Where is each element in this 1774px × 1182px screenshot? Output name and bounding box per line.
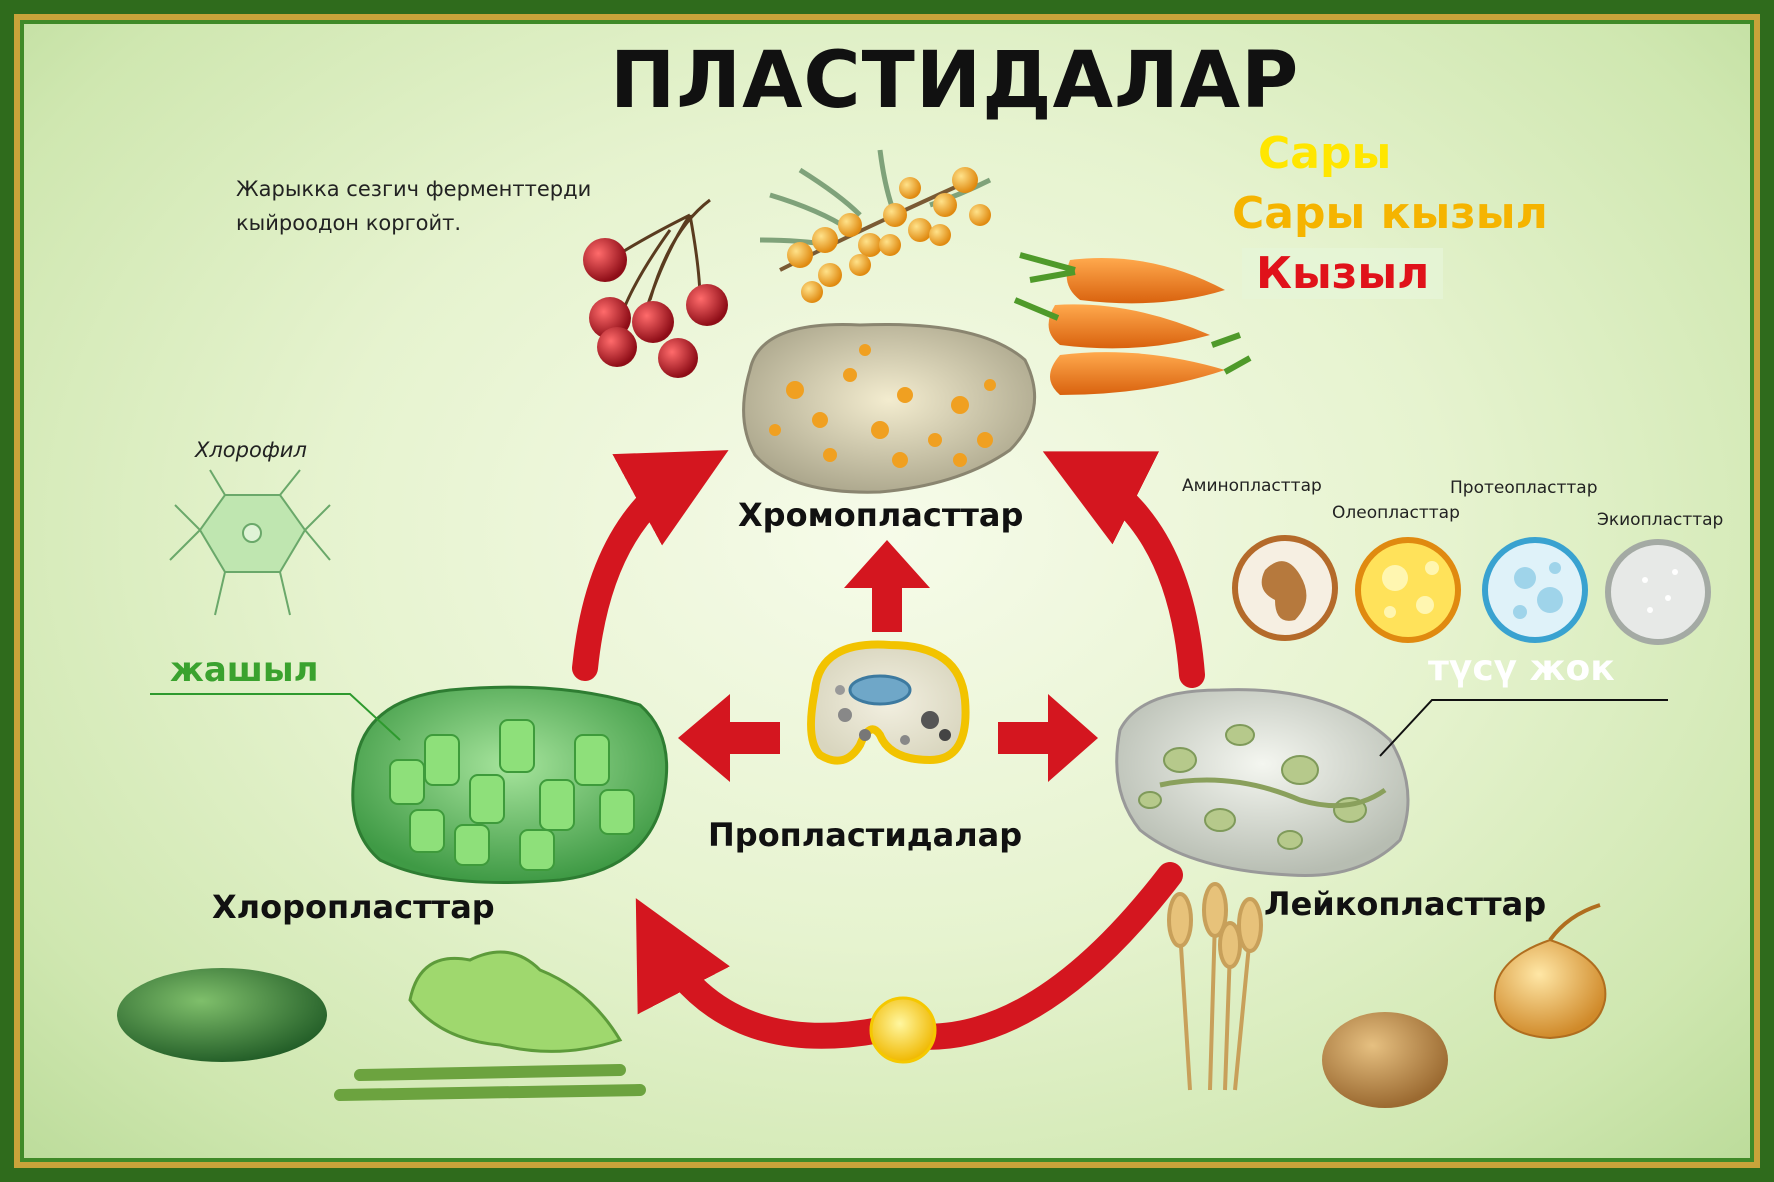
proteinoplasts-label: Протеопласттар: [1450, 478, 1598, 498]
potato-image: [1322, 1012, 1448, 1108]
chloroplast-image: [351, 685, 669, 884]
cucumber-image: [117, 968, 327, 1062]
oleoplasts-label: Олеопласттар: [1332, 503, 1460, 523]
onion-image: [1493, 903, 1607, 1040]
chromoplasts-label: Хромопласттар: [738, 496, 1024, 534]
wheat-image: [1167, 882, 1263, 1091]
arrow-right: [998, 694, 1098, 782]
cherries-image: [583, 198, 728, 378]
sun-icon: [869, 996, 937, 1064]
lettuce-image: [408, 950, 623, 1053]
color-red-label: Кызыл: [1242, 248, 1444, 299]
leucoplast-types-images: [1232, 535, 1711, 645]
page-title: ПЛАСТИДАЛАР: [610, 36, 1300, 126]
asparagus-image: [334, 1064, 646, 1101]
center-arrows: [678, 540, 1098, 782]
function-note: Жарыкка сезгич ферменттерди кыйроодон ко…: [236, 177, 592, 235]
ekioplasts-label: Экиопласттар: [1597, 510, 1724, 530]
proplastid-image: [807, 640, 970, 765]
arrow-leuco-to-chromo: [1042, 451, 1205, 688]
color-orange-label: Сары кызыл: [1232, 188, 1548, 239]
leucoplast-image: [1115, 688, 1410, 878]
chloroplasts-label: Хлоропласттар: [212, 888, 495, 926]
chlorophyll-structure: [169, 469, 331, 616]
leucoplasts-label: Лейкопласттар: [1264, 885, 1547, 923]
connector-lines: [150, 693, 1668, 757]
arrow-left: [678, 694, 780, 782]
aminoplasts-label: Аминопласттар: [1182, 476, 1322, 496]
color-none-label: түсү жок: [1428, 648, 1615, 689]
arrow-up: [844, 540, 930, 632]
carrots-image: [1013, 252, 1252, 395]
arrow-chloro-to-chromo: [572, 450, 729, 681]
proplastids-label: Пропластидалар: [708, 816, 1023, 854]
sea-buckthorn-image: [759, 149, 992, 303]
chromoplast-image: [742, 322, 1037, 494]
color-yellow-label: Сары: [1258, 128, 1392, 179]
chlorophyll-label: Хлорофил: [195, 438, 307, 462]
color-green-label: жашыл: [170, 650, 319, 690]
